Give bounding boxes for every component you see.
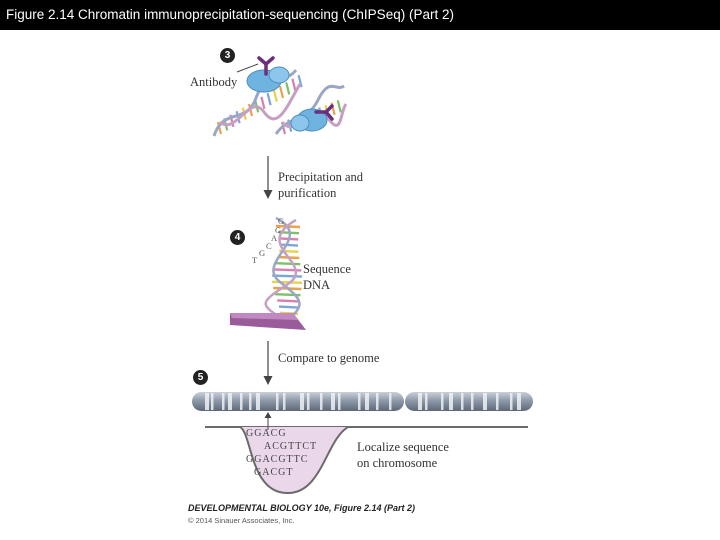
chromosome-band (365, 393, 369, 410)
antibody-label: Antibody (190, 75, 238, 89)
strand-base: G (275, 225, 282, 235)
base-pair-rung (291, 78, 297, 92)
base-pair-rung (216, 121, 223, 135)
strand-base: G (259, 248, 266, 258)
antibody-pointer-line (236, 63, 259, 73)
strand-base: A (271, 233, 278, 243)
title-bar: Figure 2.14 Chromatin immunoprecipitatio… (0, 0, 720, 30)
peak-pointer-arrow (264, 412, 272, 430)
base-pair-rung (278, 305, 299, 309)
step-5-marker: 5 (193, 370, 208, 385)
chromosome-band (331, 393, 335, 410)
base-pair-rung (275, 262, 301, 266)
base-pair-rung (336, 100, 342, 113)
localize-label-line1: Localize sequence (357, 440, 449, 454)
base-pair-rung (272, 274, 302, 278)
step-4-marker: 4 (230, 230, 245, 245)
chromosome-band (320, 393, 323, 410)
chromosome-band (441, 393, 444, 410)
chromosome-band (205, 393, 209, 410)
chromosome (192, 392, 533, 411)
aligned-read: GGACG (246, 428, 287, 439)
chromosome-band (471, 393, 474, 410)
base-pair-rung (260, 96, 266, 110)
figure-title: Figure 2.14 Chromatin immunoprecipitatio… (6, 7, 454, 22)
dna-binding-protein (246, 66, 328, 132)
base-pair-rung (266, 92, 272, 106)
precipitation-label-line1: Precipitation and (278, 170, 364, 184)
precipitation-label-line2: purification (278, 186, 337, 200)
chromosome-band (307, 393, 310, 410)
base-pair-rung (285, 82, 291, 95)
chromosome-band (376, 393, 379, 410)
chromosome-band (228, 393, 232, 410)
chromosome-band (240, 393, 243, 410)
sequence-label-line1: Sequence (303, 262, 351, 276)
chromosome-band (276, 393, 279, 410)
chromosome-band (425, 393, 428, 410)
base-pair-rung (277, 299, 300, 303)
chromosome-band (517, 393, 521, 410)
copyright: © 2014 Sinauer Associates, Inc. (188, 516, 295, 525)
chromosome-band (283, 393, 286, 410)
chromosome-band (449, 393, 453, 410)
chromosome-band (510, 393, 513, 410)
peak-area (240, 427, 348, 494)
chromosome-band (211, 393, 214, 410)
figure-credit: DEVELOPMENTAL BIOLOGY 10e, Figure 2.14 (… (188, 503, 416, 513)
base-pair-rung (272, 89, 278, 102)
strand-backbone-a (272, 216, 301, 327)
aligned-read: GACGT (254, 467, 294, 478)
base-pair-rung (278, 85, 285, 99)
chromosome-band (256, 393, 260, 410)
base-pair-rung (273, 268, 302, 272)
chromosome-band (483, 393, 487, 410)
aligned-read: ACGTTCT (264, 441, 318, 452)
chromosome-bands (205, 393, 521, 410)
strand-base: G (278, 216, 285, 226)
strand-base: T (252, 255, 258, 265)
chromosome-band (249, 393, 252, 410)
dna-backbone-c (274, 84, 345, 135)
base-pair-rung (297, 74, 303, 88)
sequence-label-line2: DNA (303, 278, 331, 292)
strand-base: C (266, 241, 272, 251)
chromosome-band (300, 393, 304, 410)
chromosome-band (338, 393, 341, 410)
antibody-shape (257, 56, 334, 121)
compare-label: Compare to genome (278, 351, 380, 365)
step-3-marker: 3 (220, 48, 235, 63)
chromosome-band (496, 393, 499, 410)
chromosome-band (358, 393, 361, 410)
dna-backbone-b (219, 83, 302, 127)
strand-backbone-b (264, 218, 297, 328)
chromosome-band (461, 393, 464, 410)
chromosome-band (222, 393, 225, 410)
chromosome-band (418, 393, 422, 410)
arrow-precipitation (263, 156, 273, 199)
aligned-read: GGACGTTC (246, 454, 309, 465)
base-pair-rung (279, 243, 299, 247)
base-pair-rung (272, 280, 302, 284)
sequencing-slide-top (230, 313, 306, 330)
peak-curve (205, 426, 528, 495)
chromosome-band (389, 393, 392, 410)
arrow-compare (263, 341, 273, 385)
localize-label-line2: on chromosome (357, 456, 438, 470)
